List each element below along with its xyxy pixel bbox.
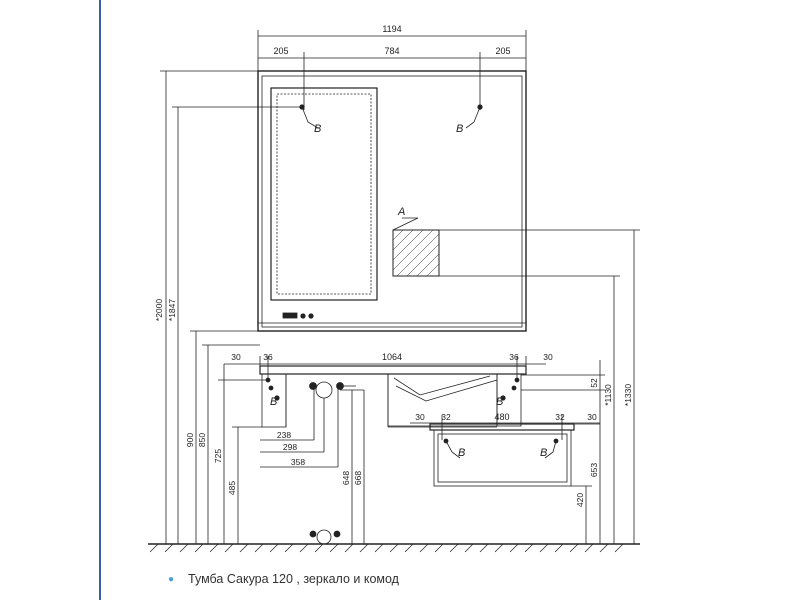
ref-b-drawer-right: B	[540, 447, 547, 459]
dim-pipe-298: 298	[283, 442, 297, 452]
dim-height-900: 900	[185, 433, 195, 447]
bullet-icon: ●	[168, 573, 175, 585]
switch-block	[282, 312, 298, 319]
dim-pipe-668: 668	[353, 471, 363, 485]
dim-vanity-width: 1064	[382, 352, 402, 362]
vanity-top	[259, 365, 527, 375]
mirror-inner	[261, 75, 523, 328]
dim-drawer-right-gap: 30	[587, 412, 597, 422]
mirror-door	[270, 87, 378, 301]
shelf-a	[392, 229, 440, 277]
ref-b-vanity-right: B	[496, 396, 503, 408]
dim-pipe-648: 648	[341, 471, 351, 485]
dim-height-653: 653	[589, 463, 599, 477]
dim-drawer-left-gap: 30	[415, 412, 425, 422]
dim-pipe-238: 238	[277, 430, 291, 440]
dim-right-offset: 205	[495, 46, 510, 56]
dim-vanity-left-post: 36	[263, 352, 273, 362]
dim-height-485: 485	[227, 481, 237, 495]
drawer-body	[433, 429, 572, 487]
ref-b-vanity-left: B	[270, 396, 277, 408]
ref-b-drawer-left: B	[458, 447, 465, 459]
dim-height-52: 52	[589, 378, 599, 388]
dim-drawer-width: 480	[494, 412, 509, 422]
dim-vanity-left-gap: 30	[231, 352, 241, 362]
dim-height-1330: *1330	[623, 384, 633, 406]
dim-pipe-358: 358	[291, 457, 305, 467]
dim-height-2000: *2000	[154, 299, 164, 321]
dim-height-420: 420	[575, 493, 585, 507]
dim-height-1847: *1847	[167, 299, 177, 321]
ref-b-top-left: B	[314, 123, 321, 135]
dim-overall-width: 1194	[382, 24, 401, 34]
dim-height-725: 725	[213, 449, 223, 463]
ref-a: A	[397, 206, 405, 218]
dim-center: 784	[384, 46, 399, 56]
mirror-frame	[257, 70, 527, 332]
pipe-center	[315, 381, 333, 399]
dim-vanity-right-gap: 30	[543, 352, 553, 362]
dim-height-850: 850	[197, 433, 207, 447]
dim-left-offset: 205	[273, 46, 288, 56]
ref-b-top-right: B	[456, 123, 463, 135]
dim-drawer-right-post: 32	[555, 412, 565, 422]
caption-text: Тумба Сакура 120 , зеркало и комод	[188, 572, 399, 586]
caption: ● Тумба Сакура 120 , зеркало и комод	[168, 572, 399, 586]
dim-drawer-left-post: 32	[441, 412, 451, 422]
dim-height-1130: *1130	[603, 384, 613, 406]
dim-vanity-right-post: 36	[509, 352, 519, 362]
